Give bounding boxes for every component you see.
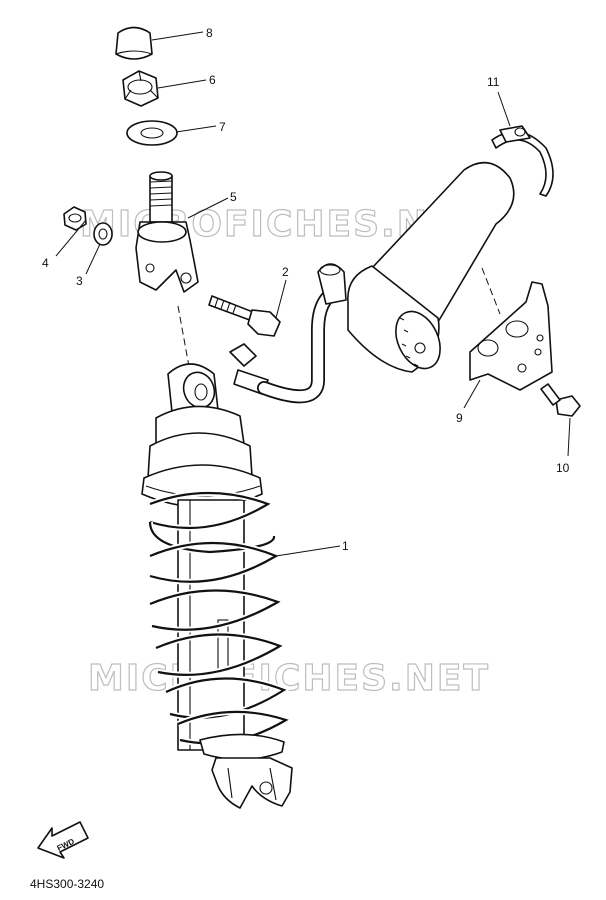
reservoir-canister bbox=[347, 161, 515, 373]
alignment-line-upper bbox=[177, 305, 191, 373]
callout-3: 3 bbox=[76, 274, 83, 288]
callout-6: 6 bbox=[209, 73, 216, 87]
alignment-line-mount bbox=[481, 267, 501, 315]
bolt-part-2 bbox=[208, 295, 281, 337]
callout-7: 7 bbox=[219, 120, 226, 134]
callout-10: 10 bbox=[556, 461, 570, 475]
diagram-code: 4HS300-3240 bbox=[30, 877, 104, 891]
callout-5: 5 bbox=[230, 190, 237, 204]
callout-1: 1 bbox=[342, 539, 349, 553]
leader-lines bbox=[55, 31, 571, 557]
watermark-bottom: MICROFICHES.NET bbox=[88, 658, 490, 699]
callout-2: 2 bbox=[282, 265, 289, 279]
washer-part-3 bbox=[93, 222, 113, 246]
callout-9: 9 bbox=[456, 411, 463, 425]
fwd-arrow-icon: FWD bbox=[37, 821, 89, 859]
upper-bracket-part-5 bbox=[135, 171, 199, 293]
reservoir-bracket-part-9 bbox=[469, 281, 553, 391]
shock-absorber-part-1 bbox=[141, 363, 294, 809]
hydraulic-hose bbox=[229, 263, 347, 404]
callout-8: 8 bbox=[206, 26, 213, 40]
bolt-part-10 bbox=[540, 383, 581, 417]
callout-11: 11 bbox=[487, 75, 500, 89]
clamp-band-part-11 bbox=[491, 125, 554, 197]
washer-part-7 bbox=[126, 120, 178, 146]
cap-part-8 bbox=[115, 26, 153, 60]
nut-part-4 bbox=[63, 206, 87, 231]
nut-part-6 bbox=[122, 70, 159, 107]
callout-4: 4 bbox=[42, 256, 49, 270]
